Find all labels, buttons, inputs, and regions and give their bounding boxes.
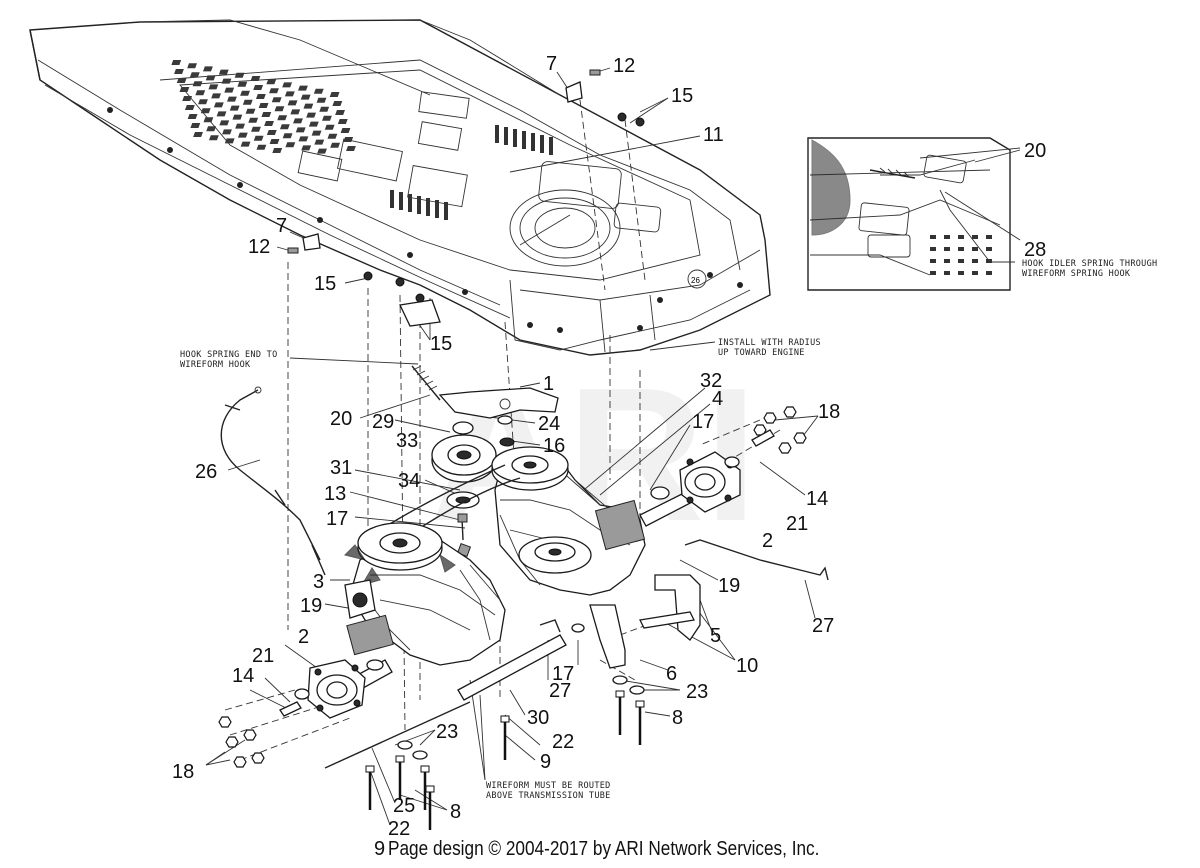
lug-nuts-right (753, 406, 807, 454)
callout-label: 8 (672, 707, 683, 729)
callout-label: 2 (298, 626, 309, 648)
callout-label: 17 (692, 411, 714, 433)
callout-label: 7 (276, 215, 287, 237)
assembly-notes: HOOK SPRING END TO WIREFORM HOOK INSTALL… (180, 259, 1157, 801)
frame-tag-number: 26 (691, 276, 700, 285)
callout-label: 22 (552, 731, 574, 753)
callout-label: 3 (313, 571, 324, 593)
leader-lines (205, 67, 1021, 826)
callout-label: 33 (396, 430, 418, 452)
right-fan (518, 536, 592, 574)
callout-label: 13 (324, 483, 346, 505)
callout-label: 14 (232, 665, 254, 687)
callout-label: 28 (1024, 239, 1046, 261)
note-wireform-line-1: WIREFORM MUST BE ROUTED (486, 781, 611, 791)
callout-label: 9 (374, 838, 386, 860)
note-hook-idler-line-1: HOOK IDLER SPRING THROUGH (1022, 259, 1157, 269)
note-hook-idler-line-2: WIREFORM SPRING HOOK (1022, 269, 1131, 279)
callout-label: 23 (686, 681, 708, 703)
right-wheel-hub (679, 451, 741, 513)
note-hook-spring-line-1: HOOK SPRING END TO (180, 350, 278, 360)
callout-label: 34 (398, 470, 420, 492)
callout-label: 11 (703, 124, 724, 146)
callout-label: 27 (549, 680, 571, 702)
note-hook-spring-line-2: WIREFORM HOOK (180, 360, 251, 370)
callout-label: 5 (710, 625, 721, 647)
callout-label: 20 (1024, 140, 1046, 162)
callout-label: 19 (718, 575, 740, 597)
lug-nuts-left (218, 716, 265, 768)
deck-slots (390, 125, 553, 220)
callout-label: 15 (671, 85, 693, 107)
callout-label: 20 (330, 408, 352, 430)
callout-label: 26 (195, 461, 217, 483)
mower-frame: 26 (29, 19, 771, 356)
callout-label: 17 (326, 508, 348, 530)
callout-label: 23 (436, 721, 458, 743)
idler-spring (411, 365, 441, 401)
callout-label: 14 (806, 488, 828, 510)
callout-label: 15 (430, 333, 452, 355)
callout-label: 25 (393, 795, 415, 817)
note-wireform-line-2: ABOVE TRANSMISSION TUBE (486, 791, 611, 801)
callout-label: 30 (527, 707, 549, 729)
left-pulley (357, 522, 443, 571)
deck-vent-grid (171, 60, 356, 154)
callout-label: 1 (543, 373, 554, 395)
note-install-line-1: INSTALL WITH RADIUS (718, 338, 821, 348)
callout-label: 21 (786, 513, 808, 535)
control-cable (220, 386, 326, 576)
callout-label: 16 (543, 435, 565, 457)
callout-label: 17 (552, 663, 574, 685)
transmission-assembly (218, 69, 829, 830)
callout-label: 6 (666, 663, 677, 685)
callout-label: 31 (330, 457, 352, 479)
callout-label: 8 (450, 801, 461, 823)
callout-label: 9 (540, 751, 551, 773)
idler-pulley (431, 434, 497, 483)
callout-label: 18 (818, 401, 840, 423)
left-wheel-hub (307, 659, 366, 719)
callout-label: 32 (700, 370, 722, 392)
inset-detail-view (807, 137, 1021, 291)
right-pulley (491, 446, 569, 491)
copyright-footer: Page design © 2004-2017 by ARI Network S… (388, 838, 820, 860)
callout-label: 12 (613, 55, 635, 77)
callout-label: 24 (538, 413, 560, 435)
mounting-bolts (365, 690, 645, 830)
callout-label: 21 (252, 645, 274, 667)
callout-label: 7 (546, 53, 557, 75)
callout-label: 19 (300, 595, 322, 617)
callout-label: 22 (388, 818, 410, 840)
callout-label: 18 (172, 761, 194, 783)
note-install-line-2: UP TOWARD ENGINE (718, 348, 805, 358)
callout-label: 12 (248, 236, 270, 258)
callout-label: 27 (812, 615, 834, 637)
callout-label: 10 (736, 655, 758, 677)
frame-holes (107, 107, 743, 333)
callout-label: 29 (372, 411, 394, 433)
callout-label: 15 (314, 273, 336, 295)
callout-label: 2 (762, 530, 773, 552)
callout-label: 4 (712, 388, 723, 410)
callout-numbers: 7 12 15 11 20 28 7 12 15 15 1 32 4 17 18… (172, 53, 1046, 840)
